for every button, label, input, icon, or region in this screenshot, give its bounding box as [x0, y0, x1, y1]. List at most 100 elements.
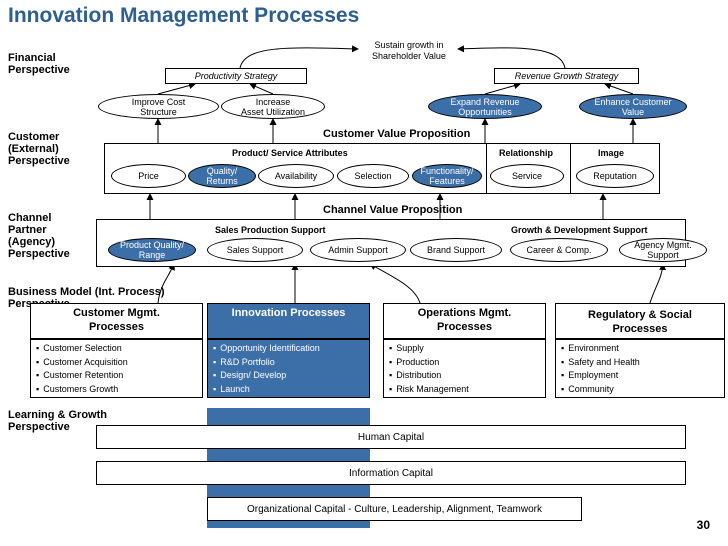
title-line: Processes: [436, 321, 493, 333]
page-title: Innovation Management Processes: [8, 4, 360, 27]
human-capital-bar: Human Capital: [96, 425, 686, 449]
agency-mgmt-support-oval: Agency Mgmt.Support: [619, 238, 707, 262]
product-service-attributes-header: Product/ Service Attributes: [232, 148, 348, 158]
title-line: Innovation Processes: [231, 307, 346, 319]
operations-mgmt-title: Operations Mgmt. Processes: [383, 306, 546, 334]
list-item: Community: [561, 383, 640, 397]
title-line: Regulatory & Social: [588, 309, 692, 321]
oval-line: Functionality/: [420, 166, 474, 176]
oval-line: Agency Mgmt.: [634, 240, 692, 250]
divider: [570, 143, 571, 194]
label-line: Learning & Growth: [8, 409, 107, 421]
customer-mgmt-list: Customer Selection Customer Acquisition …: [36, 342, 128, 396]
selection-oval: Selection: [337, 164, 409, 188]
oval-line: Reputation: [593, 171, 637, 181]
oval-line: Career & Comp.: [526, 245, 592, 255]
goal-line: Sustain growth in: [374, 40, 444, 50]
customer-mgmt-title-box: [30, 303, 203, 339]
oval-line: Sales Support: [226, 245, 284, 255]
title-line: Customer Mgmt.: [73, 307, 160, 319]
functionality-features-oval: Functionality/Features: [412, 164, 482, 188]
list-item: Customers Growth: [36, 383, 128, 397]
list-item: Customer Selection: [36, 342, 128, 356]
channel-perspective-label: Channel Partner (Agency) Perspective: [8, 212, 70, 260]
title-line: Processes: [88, 321, 145, 333]
label-line: Perspective: [8, 421, 70, 433]
relationship-header: Relationship: [499, 148, 554, 158]
list-item: Design/ Develop: [213, 369, 320, 383]
regulatory-social-title: Regulatory & Social Processes: [555, 308, 725, 336]
list-item: Customer Retention: [36, 369, 128, 383]
list-item: Opportunity Identification: [213, 342, 320, 356]
label-line: Perspective: [8, 248, 70, 260]
customer-perspective-label: Customer (External) Perspective: [8, 131, 70, 167]
list-item: Safety and Health: [561, 356, 640, 370]
regulatory-social-list: Environment Safety and Health Employment…: [561, 342, 640, 396]
financial-perspective-label: Financial Perspective: [8, 52, 70, 76]
list-item: Customer Acquisition: [36, 356, 128, 370]
organizational-capital-bar: Organizational Capital - Culture, Leader…: [207, 497, 582, 521]
oval-line: Availability: [274, 171, 318, 181]
title-line: Processes: [612, 323, 668, 335]
label-line: Customer: [8, 131, 60, 143]
list-item: Distribution: [389, 369, 469, 383]
list-item: Risk Management: [389, 383, 469, 397]
oval-line: Range: [138, 250, 166, 260]
image-header: Image: [598, 148, 625, 158]
title-line: Operations Mgmt.: [417, 307, 512, 319]
customer-value-proposition-heading: Customer Value Proposition: [323, 128, 471, 140]
label-line: Financial: [8, 52, 56, 64]
divider: [486, 143, 487, 194]
oval-line: Selection: [354, 171, 392, 181]
oval-line: Admin Support: [328, 245, 388, 255]
oval-line: Structure: [140, 106, 177, 117]
goal-line: Shareholder Value: [372, 51, 446, 61]
oval-line: Asset Utilization: [240, 106, 306, 117]
admin-support-oval: Admin Support: [310, 238, 406, 262]
list-item: Supply: [389, 342, 469, 356]
innovation-title-box: [207, 303, 370, 339]
sales-production-support-header: Sales Production Support: [215, 225, 326, 235]
innovation-title: Innovation Processes: [207, 306, 370, 320]
label-line: Partner: [8, 224, 47, 236]
label-line: Perspective: [8, 64, 70, 76]
customer-mgmt-title: Customer Mgmt. Processes: [30, 306, 203, 334]
list-item: Employment: [561, 369, 640, 383]
brand-support-oval: Brand Support: [410, 238, 502, 262]
learning-perspective-label: Learning & Growth Perspective: [8, 409, 107, 433]
oval-line: Support: [647, 250, 679, 260]
reputation-oval: Reputation: [576, 164, 654, 188]
productivity-strategy-box: Productivity Strategy: [165, 68, 307, 84]
growth-development-support-header: Growth & Development Support: [511, 225, 648, 235]
innovation-list: Opportunity Identification R&D Portfolio…: [213, 342, 320, 396]
operations-mgmt-list: Supply Production Distribution Risk Mana…: [389, 342, 469, 396]
service-oval: Service: [490, 164, 564, 188]
product-quality-range-oval: Product Quality/Range: [108, 238, 196, 262]
oval-line: Brand Support: [426, 245, 486, 255]
oval-line: Quality/: [206, 166, 238, 176]
label-line: (External): [8, 143, 59, 155]
oval-line: Value: [621, 106, 645, 117]
oval-line: Returns: [206, 176, 238, 186]
label-line: Business Model (Int. Process): [8, 286, 165, 298]
oval-line: Enhance Customer: [594, 96, 672, 107]
list-item: Environment: [561, 342, 640, 356]
oval-line: Opportunities: [458, 106, 512, 117]
oval-line: Service: [511, 171, 542, 181]
availability-oval: Availability: [258, 164, 334, 188]
oval-line: Product Quality/: [119, 240, 185, 250]
regulatory-social-title-box: [555, 303, 725, 339]
oval-line: Expand Revenue: [450, 96, 520, 107]
list-item: R&D Portfolio: [213, 356, 320, 370]
revenue-growth-strategy-box: Revenue Growth Strategy: [494, 68, 639, 84]
oval-line: Price: [138, 171, 159, 181]
quality-returns-oval: Quality/Returns: [188, 164, 256, 188]
sales-support-oval: Sales Support: [207, 238, 303, 262]
oval-line: Increase: [255, 96, 291, 107]
label-line: Perspective: [8, 155, 70, 167]
information-capital-bar: Information Capital: [96, 461, 686, 485]
